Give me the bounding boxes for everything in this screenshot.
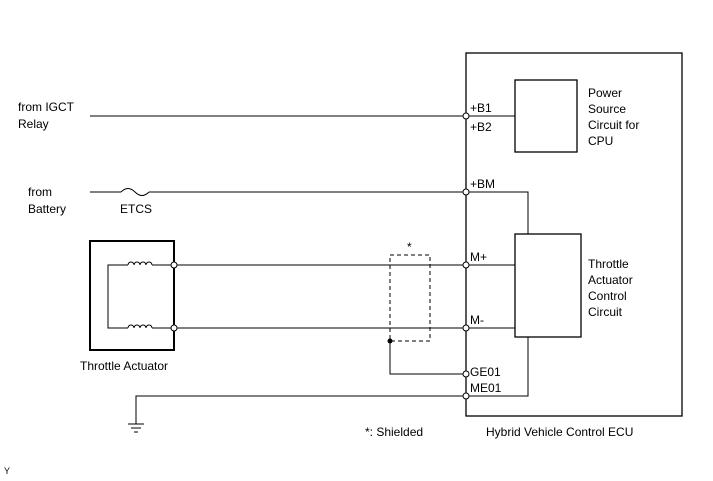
throttle-control-block (514, 233, 582, 338)
power-block-line-1: Power (588, 86, 622, 100)
actuator-terminal-upper (170, 261, 178, 269)
throttle-block-line-4: Circuit (588, 305, 623, 319)
throttle-block-line-3: Control (588, 289, 627, 303)
etcs-fuse-label: ETCS (120, 202, 152, 216)
throttle-actuator-label: Throttle Actuator (80, 359, 168, 373)
pin-label-bm: +BM (470, 177, 495, 191)
pin-label-m-plus: M+ (470, 250, 487, 264)
shield-note: *: Shielded (365, 425, 423, 439)
battery-source-line-2: Battery (28, 202, 66, 216)
power-source-block (514, 79, 578, 153)
power-block-line-3: Circuit for (588, 118, 639, 132)
pin-label-b1: +B1 (470, 101, 492, 115)
battery-source-line-1: from (28, 185, 52, 199)
terminal-m-minus (462, 324, 470, 332)
shield-marker: * (407, 240, 412, 254)
pin-label-b2: +B2 (470, 120, 492, 134)
motor-coil-lower (127, 324, 153, 329)
throttle-block-line-1: Throttle (588, 257, 629, 271)
terminal-b1 (462, 112, 470, 120)
terminal-me01 (462, 392, 470, 400)
igct-source-line-1: from IGCT (18, 100, 75, 114)
terminal-bm (462, 188, 470, 196)
igct-source-line-2: Relay (18, 117, 49, 131)
terminal-m-plus (462, 261, 470, 269)
pin-label-me01: ME01 (470, 381, 502, 395)
ecu-title: Hybrid Vehicle Control ECU (486, 425, 633, 439)
terminal-ge01 (462, 370, 470, 378)
corner-mark: Y (4, 466, 10, 476)
etcs-fuse-symbol (120, 188, 150, 196)
ground-wire (135, 395, 466, 424)
actuator-internal-loop (107, 264, 128, 329)
throttle-block-line-2: Actuator (588, 273, 633, 287)
actuator-terminal-lower (170, 324, 178, 332)
me01-internal-wire (466, 337, 529, 397)
power-block-line-2: Source (588, 102, 626, 116)
bm-internal-wire (466, 191, 529, 234)
ge01-wire (389, 341, 466, 375)
throttle-actuator-box (89, 240, 175, 351)
power-block-line-4: CPU (588, 134, 613, 148)
pin-label-ge01: GE01 (470, 365, 501, 379)
motor-coil-upper (127, 261, 153, 266)
pin-label-m-minus: M- (470, 313, 484, 327)
